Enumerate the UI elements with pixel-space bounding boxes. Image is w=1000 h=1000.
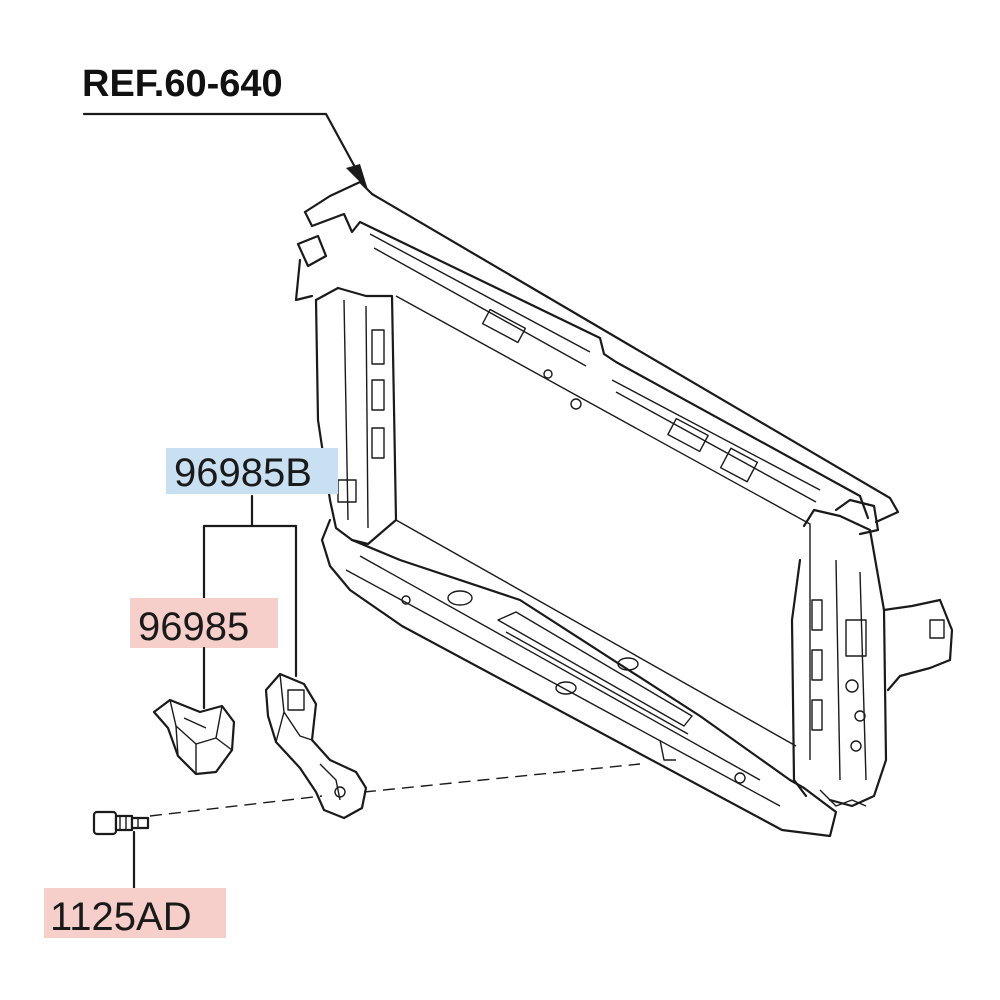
horn-part-96985: [152, 698, 236, 776]
part-96985-highlight: [130, 598, 278, 648]
part-96985B-leader: [202, 494, 298, 678]
part-96985B-label: 96985B: [174, 451, 312, 495]
part-1125AD-highlight: [44, 888, 226, 938]
part-96985B-highlight: [166, 448, 338, 494]
part-1125AD-label: 1125AD: [50, 895, 192, 939]
radiator-support-panel: [294, 180, 954, 838]
part-96985-label: 96985: [138, 605, 249, 649]
reference-label: REF.60-640: [82, 63, 283, 105]
reference-leader: [82, 112, 368, 190]
bolt-part-1125AD: [92, 810, 150, 836]
assembly-dashed-lines: [149, 763, 641, 817]
bracket-part-96985B: [264, 672, 368, 820]
